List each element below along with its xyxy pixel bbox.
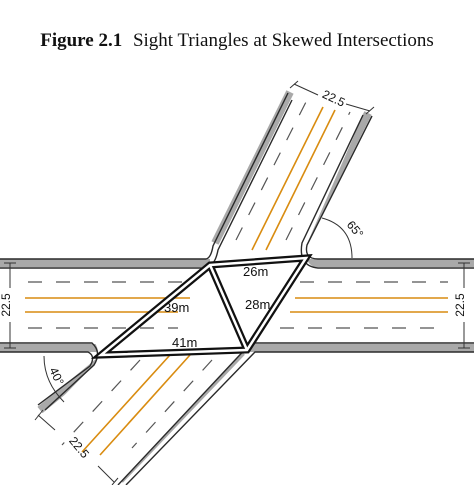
road-surface (0, 100, 474, 485)
centerlines (25, 106, 448, 456)
figure-caption: Sight Triangles at Skewed Intersections (132, 30, 434, 51)
distance-label-top: 26m (243, 264, 268, 279)
distance-label-left: 39m (164, 300, 189, 315)
figure-label: Figure 2.1 (40, 30, 123, 51)
distance-labels: 26m 39m 28m 41m (164, 264, 270, 350)
angle-label-upper-right: 65° (344, 218, 367, 241)
distance-label-bottom: 41m (172, 335, 197, 350)
angle-label-lower-left: 40° (46, 365, 66, 388)
width-label-right: 22.5 (453, 293, 467, 317)
distance-label-right: 28m (245, 297, 270, 312)
angle-arcs (43, 217, 353, 403)
lane-dashes (28, 101, 448, 449)
width-dimensions (4, 80, 470, 485)
width-label-left: 22.5 (0, 293, 13, 317)
width-label-upper: 22.5 (320, 87, 347, 110)
sight-triangles (90, 254, 313, 359)
figure-title: Figure 2.1 Sight Triangles at Skewed Int… (0, 30, 474, 52)
